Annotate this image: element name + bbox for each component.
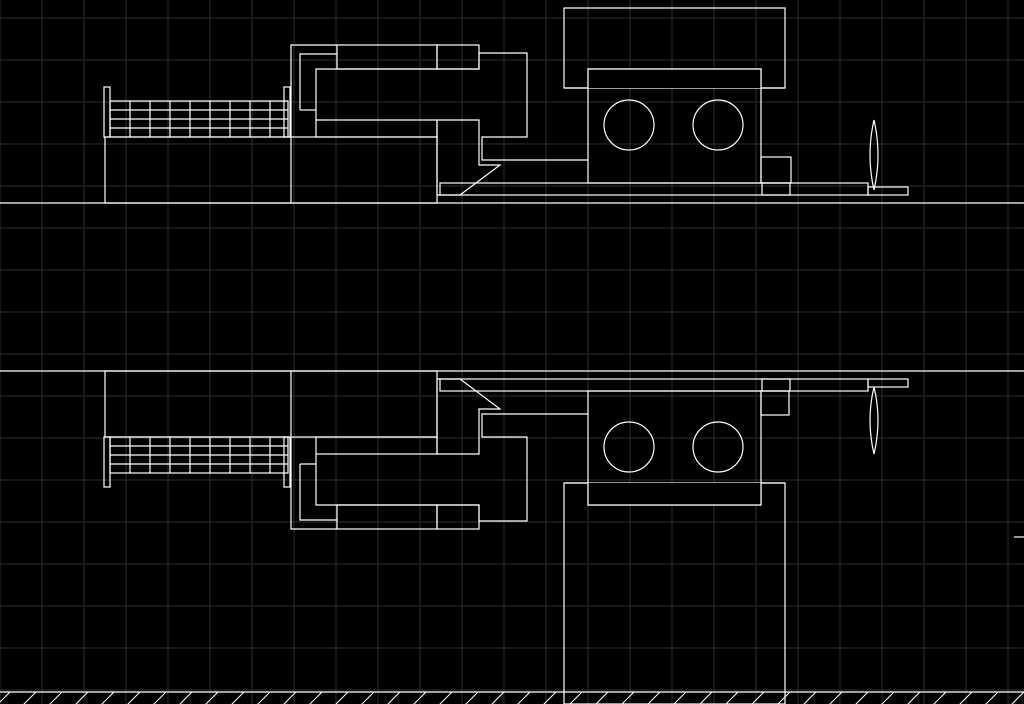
coil-bobbin bbox=[103, 86, 291, 138]
pointer-tip bbox=[869, 386, 879, 455]
cross-hatched-core-upper bbox=[315, 119, 438, 138]
diagonal-hatched-wedge bbox=[436, 378, 502, 455]
flange-plate bbox=[439, 182, 909, 196]
bore-circle bbox=[603, 421, 655, 473]
ground-hatch bbox=[0, 691, 1024, 704]
pointer-tip bbox=[869, 119, 879, 191]
upper-assembly[interactable] bbox=[103, 7, 909, 204]
diagonal-hatched-wedge bbox=[436, 119, 502, 196]
cross-hatched-core-lower bbox=[315, 436, 438, 455]
cross-hatched-core bbox=[104, 370, 438, 438]
diagonal-hatched-block bbox=[563, 482, 786, 704]
cross-hatched-core bbox=[104, 136, 438, 204]
bore-circle bbox=[692, 421, 744, 473]
coil-bobbin bbox=[103, 436, 291, 488]
lower-assembly[interactable] bbox=[103, 370, 909, 704]
bore-circle bbox=[692, 99, 744, 151]
flange-plate bbox=[439, 378, 909, 392]
bore-circle bbox=[603, 99, 655, 151]
sleeve bbox=[290, 413, 588, 530]
sleeve bbox=[290, 44, 588, 161]
